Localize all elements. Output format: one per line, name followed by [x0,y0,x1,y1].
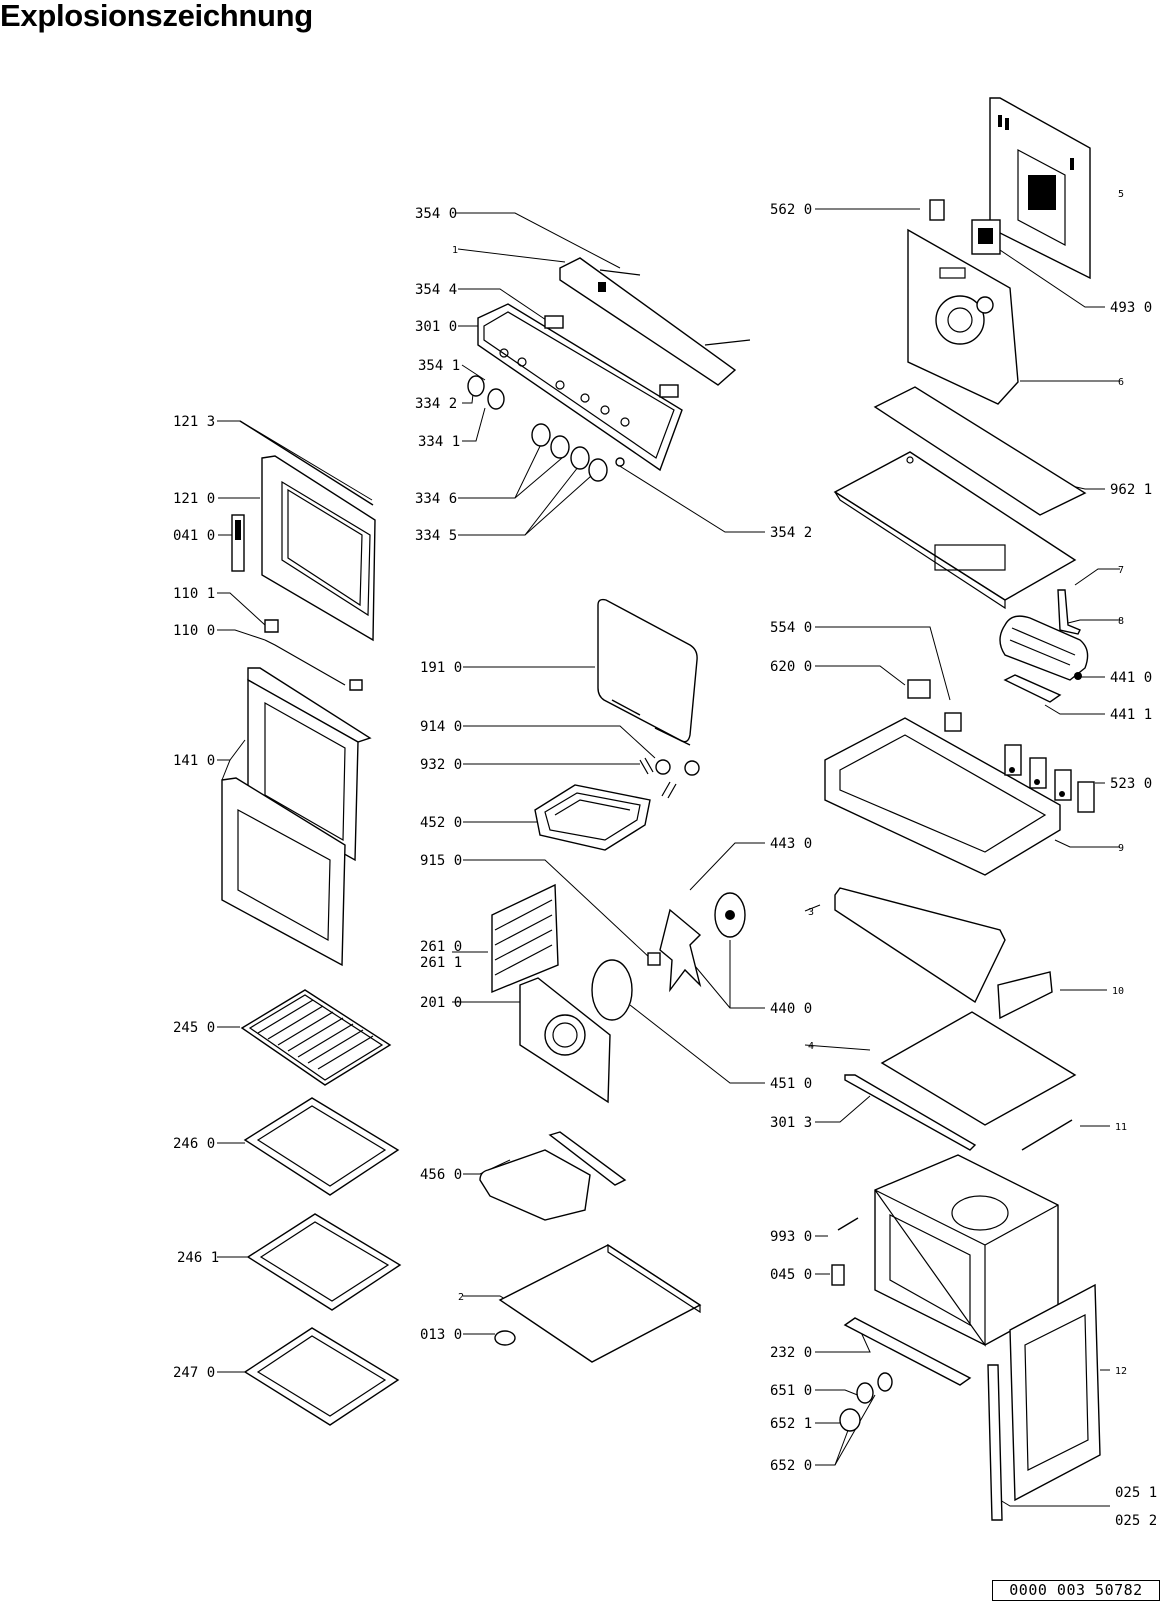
part-label: 441 1 [1110,707,1152,723]
part-label: 652 0 [770,1458,812,1474]
part-label: 232 0 [770,1345,812,1361]
part-label: 652 1 [770,1416,812,1432]
part-label: 261 1 [420,955,462,971]
part-label: 334 1 [418,434,460,450]
part-label: 025 2 [1115,1513,1157,1529]
part-label: 3 [808,907,814,918]
part-label: 1 [452,245,458,256]
part-label: 456 0 [420,1167,462,1183]
part-label: 12 [1115,1366,1127,1377]
part-label: 041 0 [173,528,215,544]
part-label: 993 0 [770,1229,812,1245]
part-label: 554 0 [770,620,812,636]
part-label: 8 [1118,616,1124,627]
oven-cavity-part [831,1154,1059,1386]
part-label: 247 0 [173,1365,215,1381]
grill-element-part [534,757,700,851]
part-label: 452 0 [420,815,462,831]
side-panel-part [987,1283,1101,1521]
part-label: 9 [1118,843,1124,854]
part-label: 11 [1115,1122,1127,1133]
fan-cover-part [519,977,611,1104]
part-label: 651 0 [770,1383,812,1399]
side-rails-part [834,887,1077,1151]
part-label: 962 1 [1110,482,1152,498]
cooling-fan-part [999,615,1089,703]
bottom-plate-part [494,1243,702,1363]
control-bracket-part [544,257,751,398]
part-label: 191 0 [420,660,462,676]
part-label: 443 0 [770,836,812,852]
part-label: 110 0 [173,623,215,639]
part-label: 261 0 [420,939,462,955]
part-label: 121 3 [173,414,215,430]
base-tray-part [824,679,1061,876]
part-label: 246 0 [173,1136,215,1152]
part-label: 354 1 [418,358,460,374]
part-label: 10 [1112,986,1124,997]
fan-motor-part [591,892,746,1021]
part-label: 6 [1118,377,1124,388]
part-label: 354 0 [415,206,457,222]
part-labels: 354 0 1 354 4 301 0 354 1 334 2 334 1 33… [173,189,1157,1529]
part-label: 441 0 [1110,670,1152,686]
part-label: 5 [1118,189,1124,200]
part-label: 4 [808,1041,814,1052]
part-label: 932 0 [420,757,462,773]
thermostat-part [929,199,1001,255]
part-label: 7 [1118,565,1124,576]
part-label: 121 0 [173,491,215,507]
switches-part [1004,744,1095,813]
part-label: 334 5 [415,528,457,544]
part-label: 141 0 [173,753,215,769]
part-label: 451 0 [770,1076,812,1092]
part-label: 2 [458,1292,464,1303]
door-assembly-part [221,420,376,967]
door-seal-part [597,598,698,746]
control-panel-part [477,303,683,472]
part-label: 493 0 [1110,300,1152,316]
top-panel-part [833,451,1081,635]
knobs-part [467,375,625,482]
part-label: 025 1 [1115,1485,1157,1501]
document-number-box: 0000 003 50782 [992,1580,1160,1601]
part-label: 045 0 [770,1267,812,1283]
part-label: 245 0 [173,1020,215,1036]
part-label: 110 1 [173,586,215,602]
baking-trays-part [243,1097,402,1426]
grill-tray-part [479,1131,627,1221]
part-label: 915 0 [420,853,462,869]
part-label: 354 4 [415,282,457,298]
shelf-supports-part [491,883,559,994]
part-label: 440 0 [770,1001,812,1017]
part-label: 334 2 [415,396,457,412]
part-label: 301 3 [770,1115,812,1131]
back-panel-part [989,97,1091,280]
part-label: 523 0 [1110,776,1152,792]
part-label: 334 6 [415,491,457,507]
part-label: 354 2 [770,525,812,541]
insulation-part [873,386,1087,516]
part-label: 562 0 [770,202,812,218]
part-label: 620 0 [770,659,812,675]
part-label: 301 0 [415,319,457,335]
part-label: 914 0 [420,719,462,735]
part-label: 013 0 [420,1327,462,1343]
lamp-parts-part [839,1372,893,1432]
rear-plate-part [907,228,1019,405]
part-label: 246 1 [177,1250,219,1266]
part-label: 201 0 [420,995,462,1011]
page-title: Explosionszeichnung [0,0,313,33]
oven-rack-part [240,989,392,1086]
